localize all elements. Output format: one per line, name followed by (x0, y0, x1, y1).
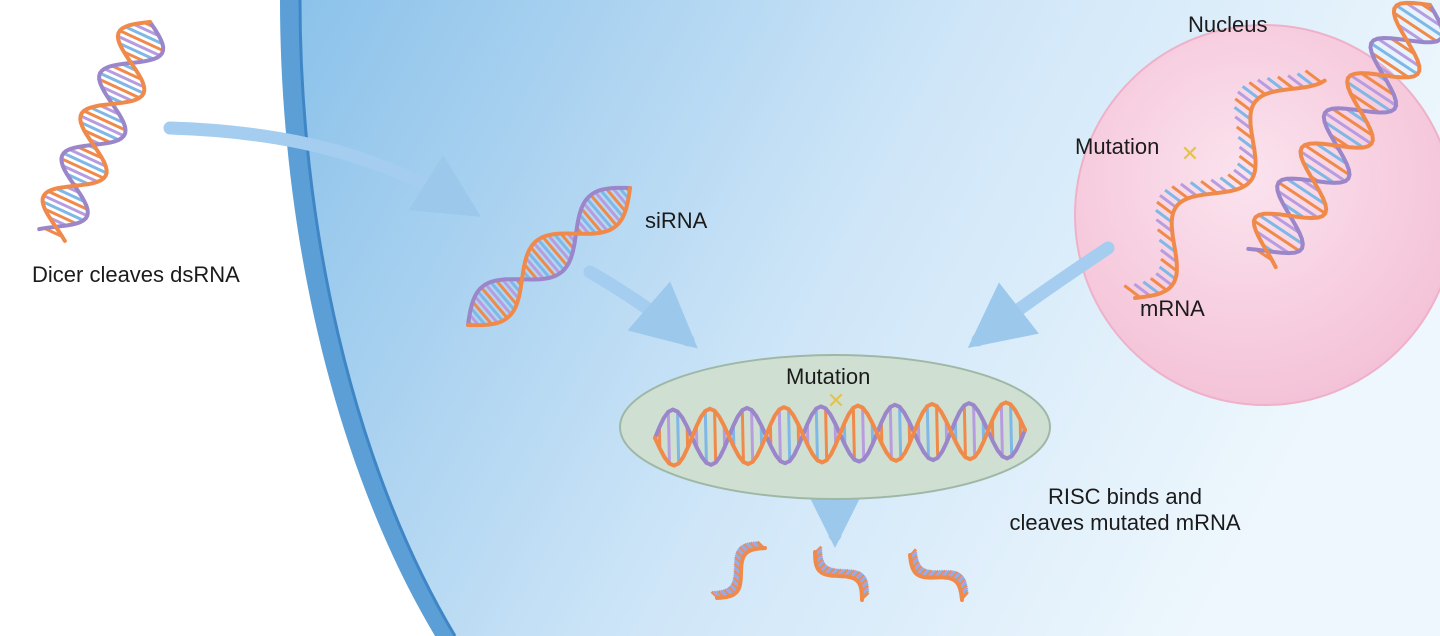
sirna-strand (466, 185, 632, 328)
cell-membrane-inner (298, 0, 457, 636)
mrna-fragment-2 (813, 545, 870, 602)
mrna-fragment-3 (908, 548, 969, 602)
arrow-dsrna-to-sirna (163, 121, 482, 217)
mutation-marker-risc: ✕ (827, 388, 845, 413)
label-risc-line2: cleaves mutated mRNA (1009, 510, 1241, 536)
dna-helix-nucleus (1246, 0, 1440, 270)
label-dicer-cleaves-dsrna: Dicer cleaves dsRNA (32, 262, 240, 287)
arrows (163, 121, 1115, 548)
cell-membrane (280, 0, 455, 636)
label-nucleus: Nucleus (1188, 12, 1268, 37)
label-mrna: mRNA (1140, 296, 1205, 321)
risc-mrna-duplex (653, 400, 1027, 468)
mrna-fragment-1 (710, 540, 767, 600)
mutation-marker-nucleus: ✕ (1181, 141, 1199, 166)
arrow-mrna-to-risc (967, 241, 1115, 349)
label-mutation-nucleus: Mutation (1075, 134, 1160, 159)
mrna-strand-nucleus (1123, 69, 1327, 300)
label-risc-binds: RISC binds and cleaves mutated mRNA (975, 484, 1275, 537)
label-risc-line1: RISC binds and (1047, 484, 1203, 509)
label-sirna: siRNA (645, 208, 708, 233)
label-mutation-risc: Mutation (786, 364, 871, 389)
arrow-sirna-to-risc (583, 265, 698, 349)
dsrna-helix (37, 20, 166, 243)
